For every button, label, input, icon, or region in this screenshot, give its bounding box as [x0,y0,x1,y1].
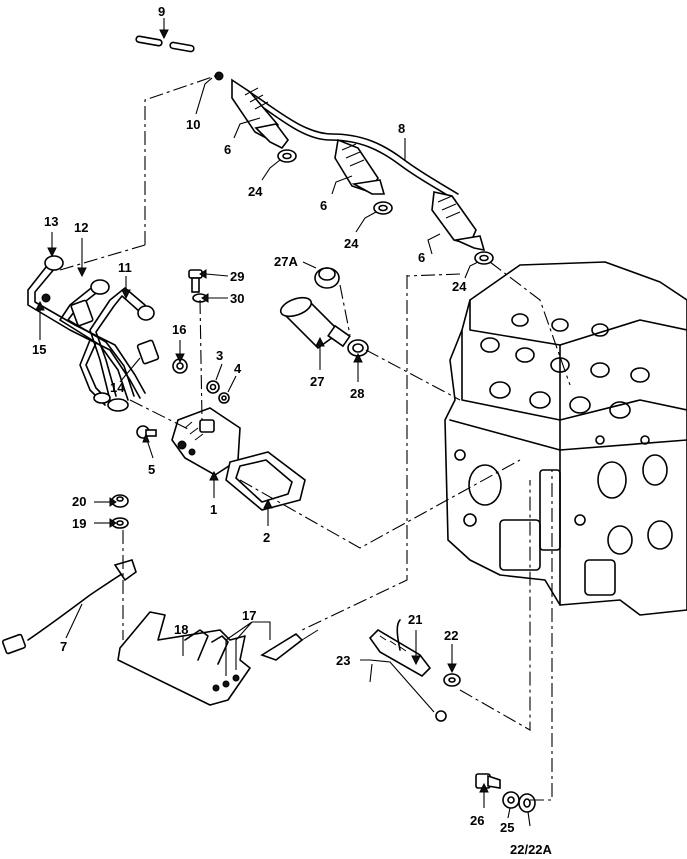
fuel-lines-assembly [27,255,160,412]
callout-9: 9 [158,4,165,19]
injector-3 [431,191,486,252]
callout-19: 19 [72,516,86,531]
assembly-centerlines [59,74,571,801]
injector-2 [334,138,386,195]
callout-11: 11 [118,260,132,275]
nut-23 [435,710,447,722]
washer-24a [277,149,297,163]
callout-27a: 27A [274,254,298,269]
bolt-26 [475,773,501,789]
callout-29: 29 [230,269,244,284]
callout-13: 13 [44,214,58,229]
callout-4: 4 [234,361,242,376]
callout-21: 21 [408,612,422,627]
solenoid-27 [279,296,351,350]
washer-22-22a [518,793,536,813]
washer-24c [474,251,494,265]
callout-12: 12 [74,220,88,235]
callout-17: 17 [242,608,256,623]
callout-1: 1 [210,502,217,517]
pin-9 [135,35,195,53]
callout-25: 25 [500,820,514,835]
callout-24b: 24 [344,236,359,251]
bracket-18 [117,611,251,706]
block-openings [454,435,673,596]
callout-27: 27 [310,374,324,389]
callout-8: 8 [398,121,405,136]
callout-14: 14 [110,380,125,395]
callout-23: 23 [336,653,350,668]
callout-2: 2 [263,530,270,545]
callout-6a: 6 [224,142,231,157]
callout-3: 3 [216,348,223,363]
injection-line [239,87,459,201]
callout-7: 7 [60,639,67,654]
cylinder-head-bosses [480,313,650,419]
glow-plug-17 [260,629,319,661]
cap-27a [314,267,340,289]
gasket-2 [225,451,306,511]
callout-18: 18 [174,622,188,637]
callout-30: 30 [230,291,244,306]
callout-labels: 9 10 6 24 8 6 24 6 24 13 12 11 15 14 16 … [32,4,553,857]
callout-16: 16 [172,322,186,337]
callout-22: 22 [444,628,458,643]
injector-1 [214,71,289,150]
callout-22-22a: 22/22A [510,842,553,857]
callout-6c: 6 [418,250,425,265]
washer-3 [206,380,220,394]
callout-24a: 24 [248,184,263,199]
washer-24b [373,201,393,215]
nut-25 [502,791,520,809]
sensor-21 [368,619,432,677]
callout-15: 15 [32,342,46,357]
callout-arrowheads [35,29,489,793]
washer-22 [443,673,461,687]
callout-24c: 24 [452,279,467,294]
callout-20: 20 [72,494,86,509]
washer-4 [218,392,230,404]
callout-10: 10 [186,117,200,132]
engine-block [444,261,687,616]
callout-28: 28 [350,386,364,401]
wire-harness-7 [1,559,137,655]
bolt-29 [188,269,203,293]
callout-5: 5 [148,462,155,477]
callout-6b: 6 [320,198,327,213]
injection-pump [171,407,241,476]
callout-26: 26 [470,813,484,828]
